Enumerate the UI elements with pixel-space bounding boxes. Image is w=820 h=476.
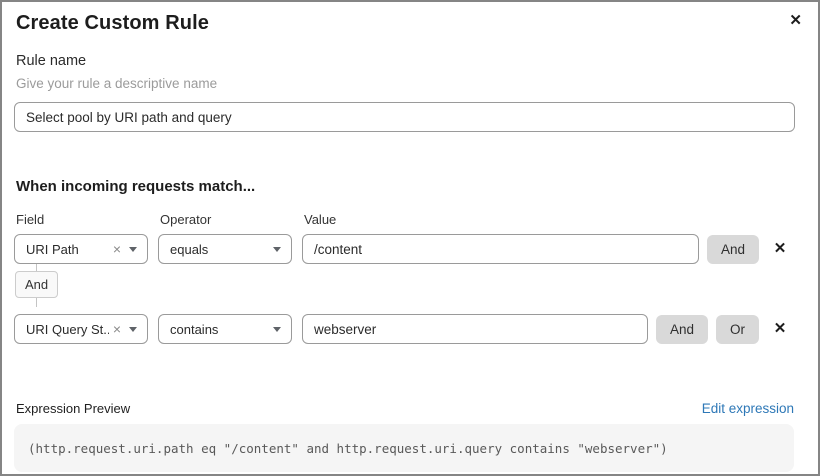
close-icon[interactable]: ✕	[785, 11, 806, 31]
value-column-label: Value	[304, 212, 337, 227]
chevron-down-icon	[129, 246, 137, 252]
operator-select-value: contains	[170, 321, 219, 337]
rule-name-label: Rule name	[16, 53, 87, 69]
expression-preview-header: Expression Preview Edit expression	[16, 401, 794, 417]
condition-column-labels: Field Operator Value	[16, 212, 795, 227]
condition-connector: And	[15, 264, 75, 307]
chevron-down-icon	[273, 326, 281, 332]
chevron-down-icon	[129, 326, 137, 332]
field-select-value: URI Query St...	[26, 321, 109, 337]
operator-select-value: equals	[170, 241, 209, 257]
operator-select[interactable]: equals	[158, 234, 292, 264]
dialog-header: Create Custom Rule ✕	[2, 2, 818, 36]
clear-selection-icon[interactable]: ×	[112, 241, 121, 257]
value-input[interactable]	[302, 314, 648, 344]
connector-and-badge: And	[15, 271, 59, 298]
rule-name-hint: Give your rule a descriptive name	[16, 76, 218, 91]
operator-select[interactable]: contains	[158, 314, 292, 344]
field-column-label: Field	[16, 212, 45, 227]
remove-condition-icon[interactable]: ✕	[765, 241, 795, 257]
and-condition-button[interactable]: And	[655, 314, 708, 344]
field-select[interactable]: URI Query St... ×	[14, 314, 148, 344]
or-condition-button[interactable]: Or	[716, 314, 759, 344]
dialog-title: Create Custom Rule	[16, 12, 209, 34]
clear-selection-icon[interactable]: ×	[112, 321, 121, 337]
field-select[interactable]: URI Path ×	[14, 234, 148, 264]
rule-name-input[interactable]	[14, 102, 795, 132]
and-condition-button[interactable]: And	[706, 234, 759, 264]
field-select-value: URI Path	[26, 241, 79, 257]
value-input[interactable]	[302, 234, 699, 264]
edit-expression-link[interactable]: Edit expression	[701, 401, 794, 416]
remove-condition-icon[interactable]: ✕	[765, 321, 795, 337]
expression-preview-label: Expression Preview	[16, 401, 131, 416]
operator-column-label: Operator	[160, 212, 212, 227]
matcher-heading: When incoming requests match...	[16, 178, 256, 195]
condition-row: URI Path × equals And ✕	[14, 234, 795, 264]
expression-preview-code: (http.request.uri.path eq "/content" and…	[14, 424, 794, 472]
condition-row: URI Query St... × contains And Or ✕	[14, 314, 795, 344]
chevron-down-icon	[273, 246, 281, 252]
